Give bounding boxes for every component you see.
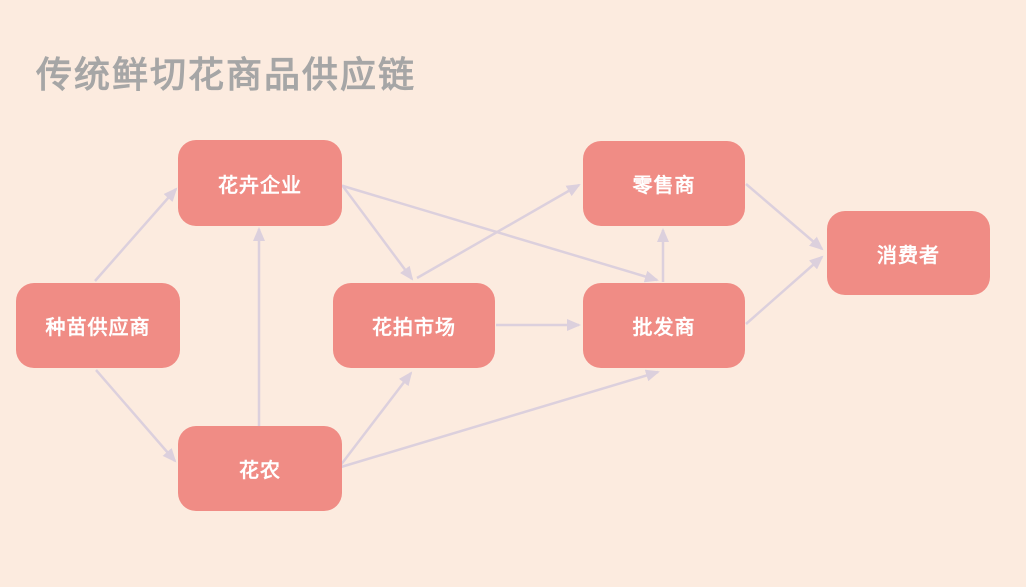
edge-auction-market-to-retailer: [416, 183, 581, 280]
node-seedling-supplier: 种苗供应商: [16, 283, 180, 368]
node-label: 花农: [239, 460, 281, 482]
node-label: 花卉企业: [218, 174, 302, 197]
node-label: 花拍市场: [372, 317, 456, 339]
node-label: 零售商: [632, 175, 696, 197]
edge-flower-farmer-to-wholesaler: [340, 369, 660, 469]
node-flower-farmer: 花农: [178, 426, 342, 511]
edge-seedling-supplier-to-flower-farmer: [95, 369, 177, 463]
node-label: 批发商: [632, 317, 696, 339]
page-title: 传统鲜切花商品供应链: [36, 54, 417, 95]
node-label: 消费者: [877, 244, 940, 267]
edge-retailer-to-consumer: [745, 183, 824, 251]
edge-flower-enterprise-to-wholesaler: [342, 184, 659, 283]
edge-seedling-supplier-to-flower-enterprise: [94, 187, 178, 282]
node-wholesaler: 批发商: [583, 283, 745, 368]
edge-flower-farmer-to-auction-market: [339, 371, 413, 467]
edge-wholesaler-to-consumer: [745, 255, 824, 325]
node-label: 种苗供应商: [45, 317, 151, 339]
node-consumer: 消费者: [827, 211, 990, 295]
node-retailer: 零售商: [583, 141, 745, 226]
edge-flower-enterprise-to-auction-market: [340, 184, 414, 281]
node-flower-enterprise: 花卉企业: [178, 140, 342, 226]
node-auction-market: 花拍市场: [333, 283, 495, 368]
